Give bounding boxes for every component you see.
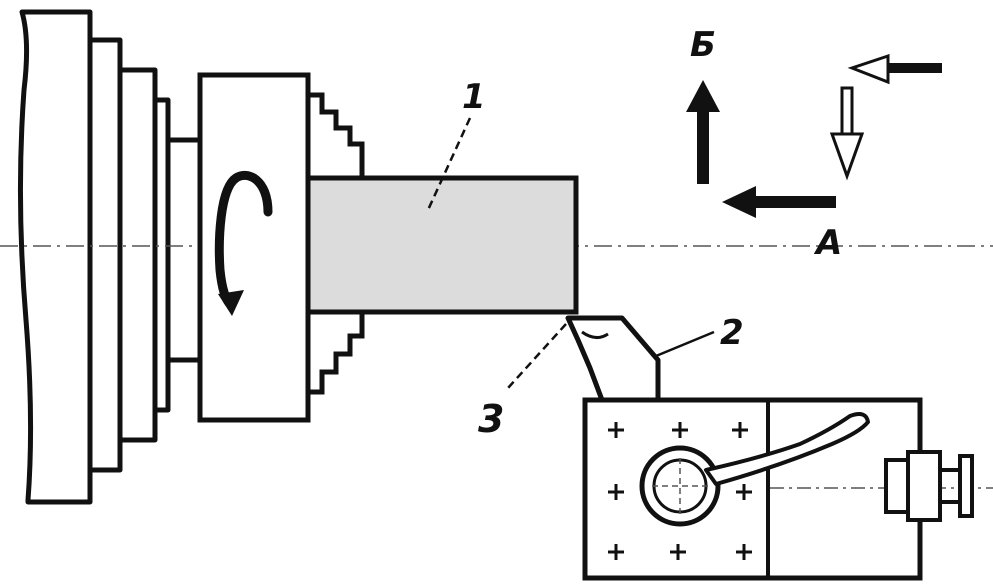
leader-lines: [426, 117, 715, 389]
label-direction-b: Б: [690, 25, 716, 65]
workpiece: [305, 175, 579, 315]
label-direction-a: А: [813, 223, 842, 263]
lower-chuck-jaw: [308, 312, 365, 395]
clamp-lever: [639, 412, 870, 527]
arrow-left-icon: [722, 186, 836, 218]
upper-chuck-jaw: [308, 92, 365, 178]
screw-marks: [608, 422, 752, 560]
spindle-faceplate: [17, 9, 203, 505]
hollow-arrow-down-icon: [829, 86, 865, 181]
hollow-arrow-left-icon: [847, 53, 942, 85]
feed-screw: [884, 450, 974, 522]
cutting-tool: [565, 315, 661, 403]
rotation-arrow-icon: [214, 170, 273, 316]
label-cutter: 2: [720, 313, 744, 353]
label-workpiece: 1: [462, 77, 486, 117]
arrow-up-icon: [686, 80, 720, 184]
label-cutting-edge: 3: [478, 397, 504, 441]
